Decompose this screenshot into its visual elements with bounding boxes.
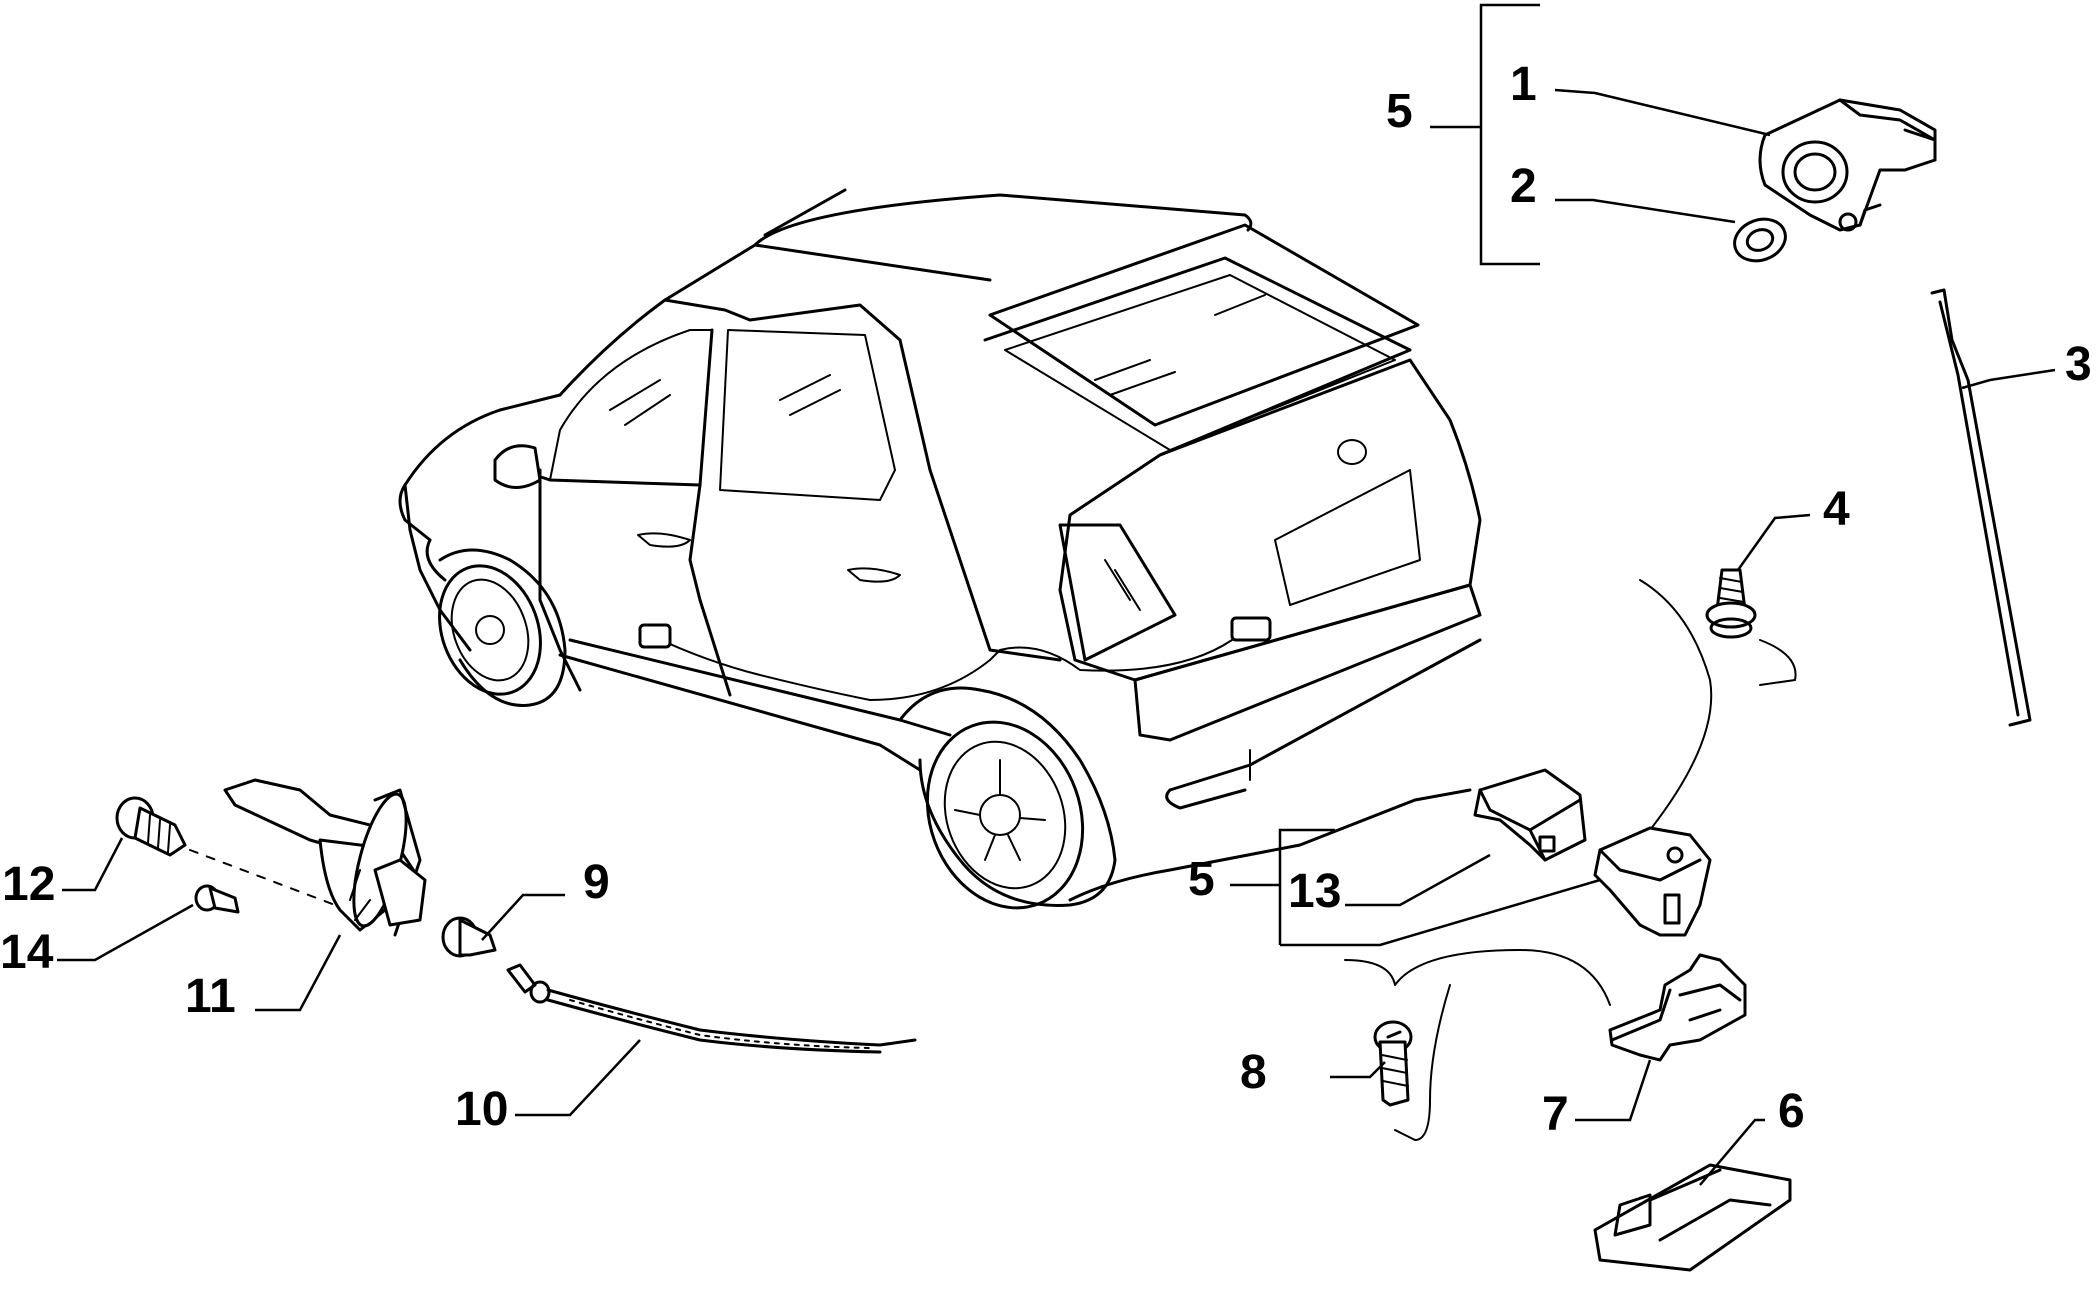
leader-lines bbox=[57, 88, 2056, 1186]
assembly-axis-dashed-line bbox=[189, 849, 336, 906]
callout-7: 7 bbox=[1542, 1088, 1569, 1141]
callout-8: 8 bbox=[1240, 1046, 1267, 1099]
part-1-lock-housing bbox=[1758, 98, 1937, 232]
striker-curve-line bbox=[1344, 949, 1611, 1141]
part-5-latch bbox=[1593, 826, 1712, 937]
callout-3: 3 bbox=[2065, 338, 2092, 391]
part-8-screw bbox=[1373, 1020, 1413, 1107]
callout-4: 4 bbox=[1823, 483, 1850, 536]
car-illustration bbox=[398, 188, 1482, 910]
assembly-curve-line bbox=[1639, 579, 1797, 831]
callout-5-mid: 5 bbox=[1188, 853, 1215, 906]
callout-9: 9 bbox=[583, 856, 610, 909]
part-4-bolt bbox=[1705, 568, 1757, 639]
part-10-cable bbox=[506, 963, 917, 1054]
bracket-5-top bbox=[1430, 3, 1540, 266]
bracket-5-mid bbox=[1230, 828, 1335, 945]
callout-11: 11 bbox=[185, 970, 236, 1023]
callout-12: 12 bbox=[2, 858, 55, 911]
part-9-bushing bbox=[441, 916, 497, 958]
part-14-pin bbox=[194, 884, 240, 914]
part-6-cover bbox=[1593, 1163, 1792, 1272]
callout-5-top: 5 bbox=[1386, 85, 1413, 138]
part-13-bracket bbox=[1473, 768, 1587, 862]
callout-14: 14 bbox=[0, 926, 54, 979]
part-2-seal-ring bbox=[1733, 217, 1787, 263]
callout-13: 13 bbox=[1288, 865, 1341, 918]
part-3-rod bbox=[1930, 288, 2032, 727]
callout-1: 1 bbox=[1510, 58, 1537, 111]
part-7-striker bbox=[1608, 953, 1747, 1062]
part-11-fuel-door bbox=[223, 778, 427, 937]
callout-6: 6 bbox=[1778, 1085, 1805, 1138]
callout-10: 10 bbox=[455, 1083, 508, 1136]
part-12-bolt bbox=[115, 796, 187, 857]
callout-2: 2 bbox=[1510, 160, 1537, 213]
